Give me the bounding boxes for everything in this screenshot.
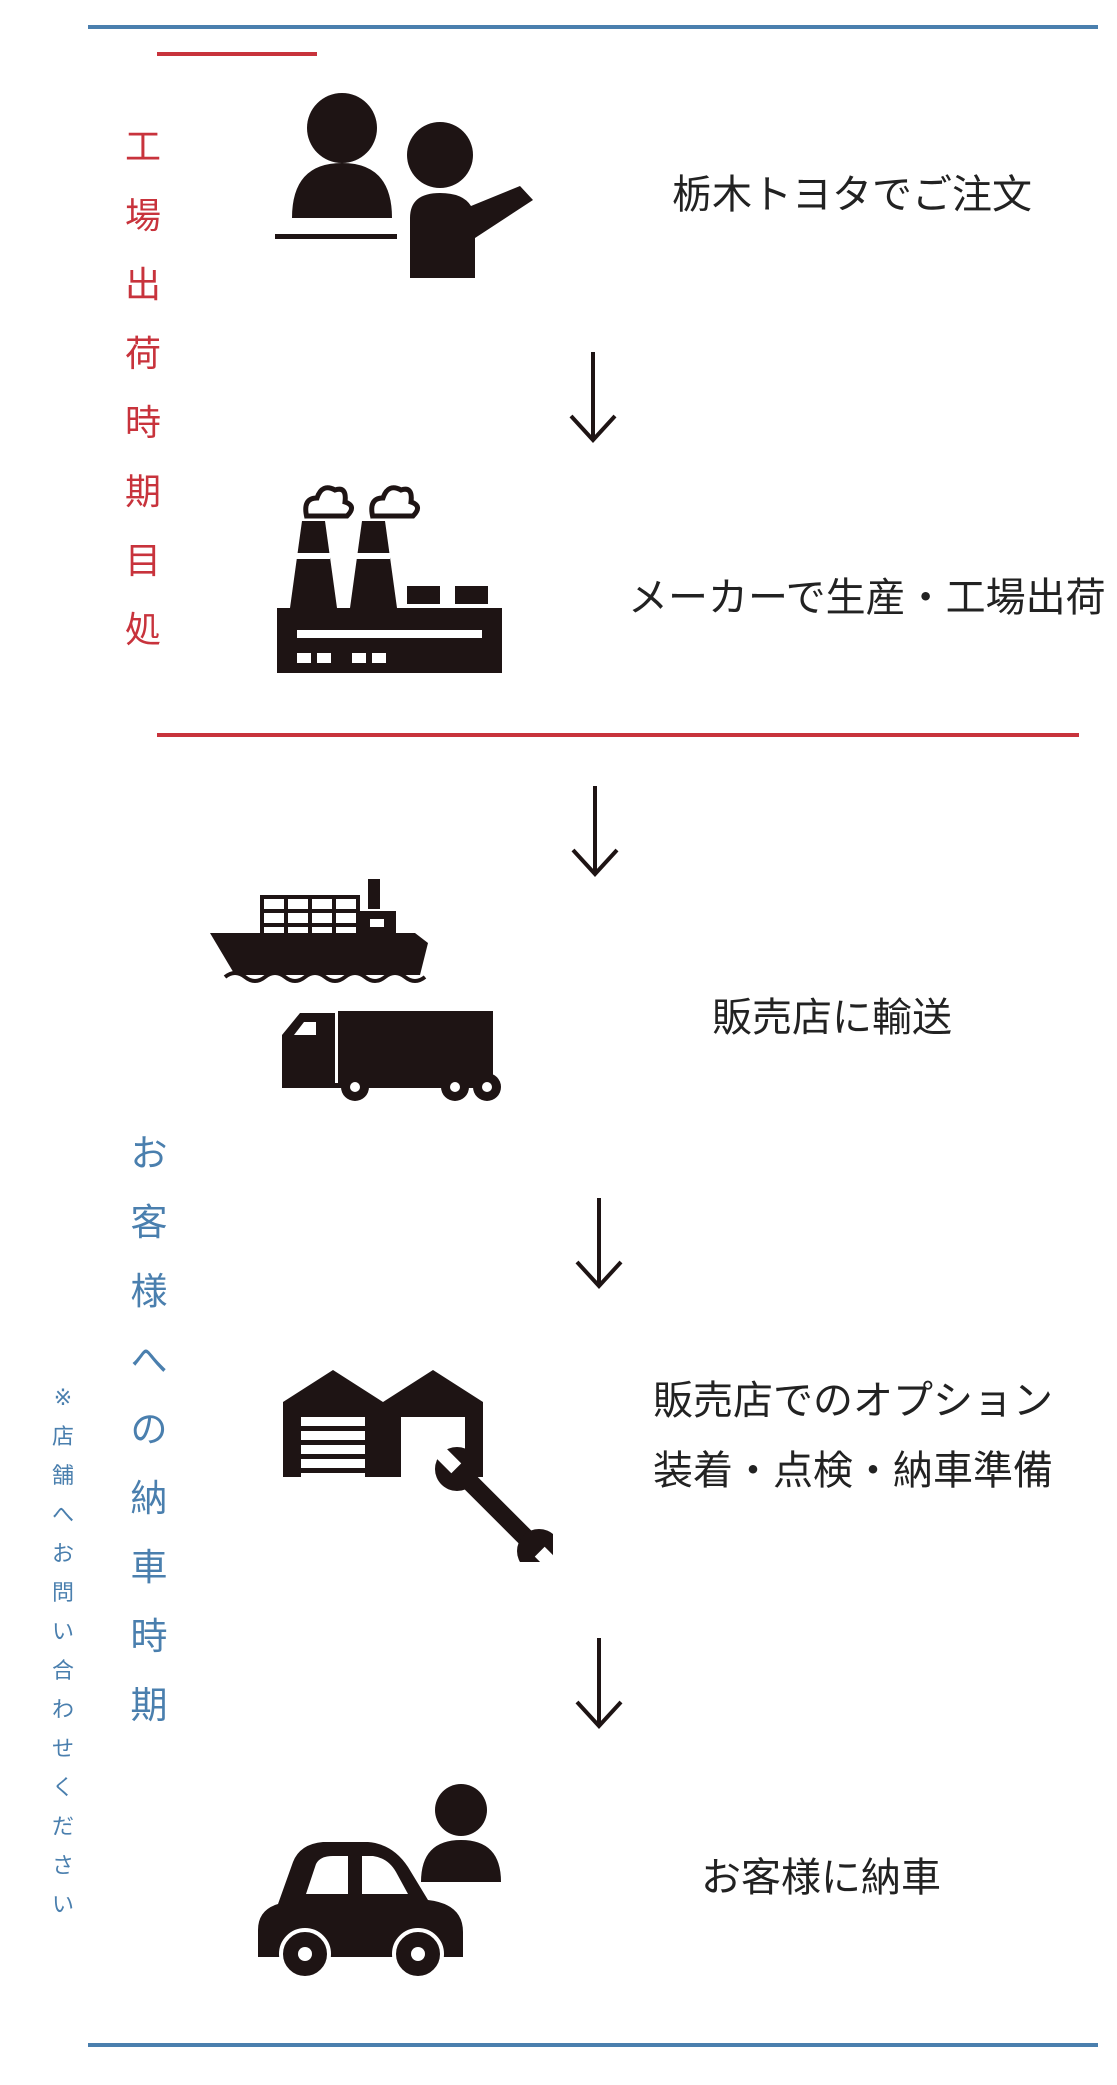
ship-truck-icon [210, 875, 535, 1105]
delivery-period-label: お客様への納車時期 [124, 1135, 174, 1756]
step-order-text: 栃木トヨタでご注文 [672, 172, 1032, 218]
step-production-text: メーカーで生産・工場出荷 [628, 575, 1106, 621]
vertical-char: い [51, 1620, 74, 1645]
step-option-text-line1: 販売店でのオプション [653, 1378, 1053, 1424]
vertical-char: 期 [124, 472, 161, 513]
down-arrow-icon [569, 1636, 629, 1736]
vertical-char: 舗 [51, 1464, 74, 1489]
vertical-char: 荷 [124, 334, 161, 375]
red-short-line [157, 52, 317, 56]
vertical-char: 様 [130, 1270, 168, 1313]
vertical-char: さ [51, 1854, 74, 1879]
vertical-char: だ [51, 1815, 74, 1840]
vertical-char: 出 [124, 265, 161, 306]
car-person-icon [258, 1782, 508, 1977]
step-transport-text: 販売店に輸送 [712, 995, 952, 1041]
garage-wrench-icon [283, 1362, 553, 1562]
vertical-char: 客 [130, 1201, 168, 1244]
vertical-char: い [51, 1893, 74, 1918]
vertical-char: 目 [124, 541, 161, 582]
vertical-char: の [130, 1408, 168, 1451]
vertical-char: ※ [53, 1386, 73, 1411]
down-arrow-icon [569, 1196, 629, 1296]
vertical-char: へ [51, 1503, 74, 1528]
vertical-char: 処 [124, 610, 161, 651]
vertical-char: 時 [130, 1615, 168, 1658]
vertical-char: わ [51, 1698, 74, 1723]
factory-period-label: 工場出荷時期目処 [118, 130, 168, 682]
bottom-border-line [88, 2043, 1098, 2047]
vertical-char: お [51, 1542, 74, 1567]
vertical-char: 期 [130, 1684, 168, 1727]
vertical-char: 場 [124, 196, 161, 237]
vertical-char: お [130, 1132, 168, 1175]
vertical-char: 問 [51, 1581, 74, 1606]
vertical-char: 車 [130, 1546, 168, 1589]
vertical-char: く [51, 1776, 74, 1801]
step-delivery-text: お客様に納車 [701, 1855, 941, 1901]
vertical-char: 店 [51, 1425, 74, 1450]
down-arrow-icon [563, 350, 623, 450]
factory-icon [277, 468, 505, 673]
red-divider-line [157, 733, 1079, 737]
people-consult-icon [275, 88, 545, 283]
down-arrow-icon [565, 784, 625, 884]
vertical-char: 時 [124, 403, 161, 444]
vertical-char: 合 [51, 1659, 74, 1684]
vertical-char: 納 [130, 1477, 168, 1520]
vertical-char: 工 [124, 127, 161, 168]
step-option-text-line2: 装着・点検・納車準備 [653, 1448, 1053, 1494]
store-note-label: ※店舗へお問い合わせください [48, 1388, 78, 1934]
vertical-char: へ [130, 1339, 168, 1382]
top-border-line [88, 25, 1098, 29]
vertical-char: せ [51, 1737, 74, 1762]
